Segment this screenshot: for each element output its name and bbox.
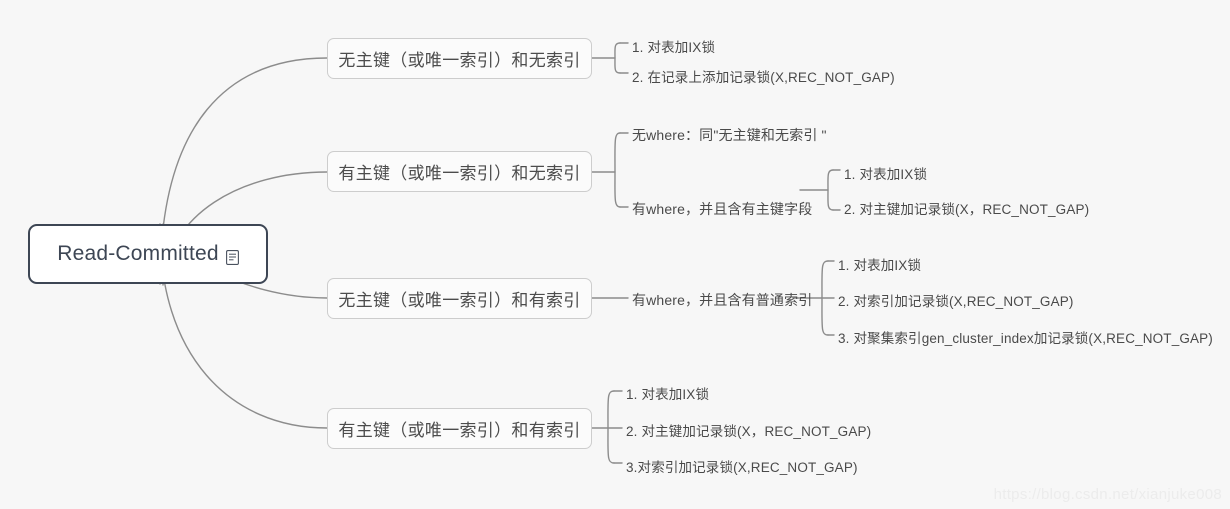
mid-b2-2[interactable]: 有where，并且含有主键字段 bbox=[632, 201, 813, 217]
edge-branch3-bracket bbox=[821, 260, 829, 336]
branch-node-2[interactable]: 有主键（或唯一索引）和无索引 bbox=[327, 151, 592, 192]
mid-b3-1[interactable]: 有where，并且含有普通索引 bbox=[632, 292, 813, 308]
branch-node-3-label: 无主键（或唯一索引）和有索引 bbox=[338, 291, 581, 310]
edge-branch4-bracket bbox=[607, 390, 615, 464]
leaf-b4-3[interactable]: 3.对索引加记录锁(X,REC_NOT_GAP) bbox=[626, 460, 858, 475]
root-node[interactable]: Read-Committed bbox=[28, 224, 268, 284]
branch-node-1[interactable]: 无主键（或唯一索引）和无索引 bbox=[327, 38, 592, 79]
branch-node-1-label: 无主键（或唯一索引）和无索引 bbox=[338, 51, 581, 70]
leaf-b1-1[interactable]: 1. 对表加IX锁 bbox=[632, 40, 716, 55]
edge-branch2-sub-bracket bbox=[827, 169, 834, 211]
leaf-b4-1[interactable]: 1. 对表加IX锁 bbox=[626, 387, 710, 402]
leaf-b3-1[interactable]: 1. 对表加IX锁 bbox=[838, 258, 922, 273]
leaf-b3-2[interactable]: 2. 对索引加记录锁(X,REC_NOT_GAP) bbox=[838, 294, 1074, 309]
note-icon bbox=[225, 247, 239, 265]
mid-b2-1[interactable]: 无where：同"无主键和无索引 " bbox=[632, 127, 827, 143]
watermark: https://blog.csdn.net/xianjuke008 bbox=[993, 486, 1222, 503]
leaf-b4-2[interactable]: 2. 对主键加记录锁(X，REC_NOT_GAP) bbox=[626, 424, 872, 439]
leaf-b2-1[interactable]: 1. 对表加IX锁 bbox=[844, 167, 928, 182]
edge-branch2-bracket bbox=[614, 132, 621, 208]
branch-node-3[interactable]: 无主键（或唯一索引）和有索引 bbox=[327, 278, 592, 319]
root-node-label: Read-Committed bbox=[57, 242, 219, 265]
branch-node-2-label: 有主键（或唯一索引）和无索引 bbox=[338, 164, 581, 183]
branch-node-4[interactable]: 有主键（或唯一索引）和有索引 bbox=[327, 408, 592, 449]
leaf-b1-2[interactable]: 2. 在记录上添加记录锁(X,REC_NOT_GAP) bbox=[632, 70, 895, 85]
edge-branch1-bracket bbox=[614, 42, 621, 74]
leaf-b2-2[interactable]: 2. 对主键加记录锁(X，REC_NOT_GAP) bbox=[844, 202, 1090, 217]
leaf-b3-3[interactable]: 3. 对聚集索引gen_cluster_index加记录锁(X,REC_NOT_… bbox=[838, 331, 1213, 346]
branch-node-4-label: 有主键（或唯一索引）和有索引 bbox=[338, 421, 581, 440]
